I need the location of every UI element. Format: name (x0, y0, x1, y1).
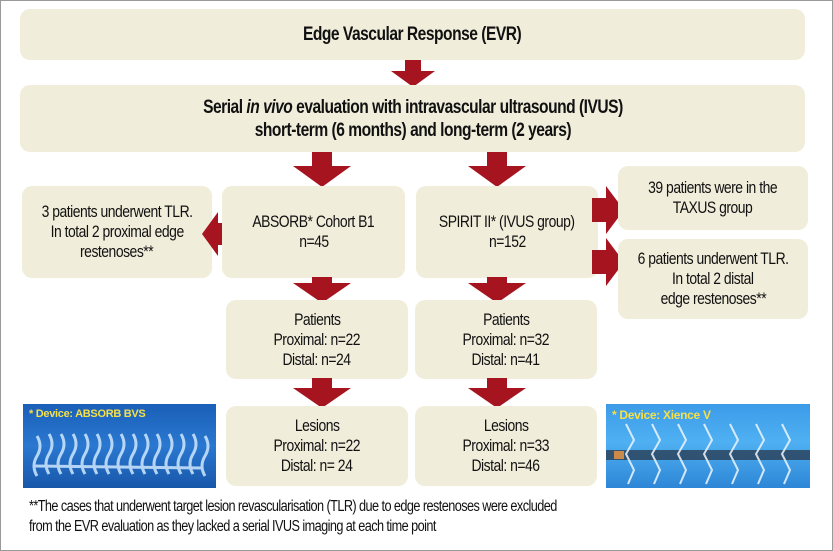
text-line: Distal: n= 24 (281, 456, 353, 475)
text-line: edge restenoses** (660, 289, 766, 308)
text-line: Proximal: n=22 (273, 436, 361, 455)
arrow-right-icon (592, 238, 624, 286)
eval-prefix: Serial (202, 96, 246, 118)
footnote-line: **The cases that underwent target lesion… (29, 498, 557, 515)
arrow-down-icon (391, 60, 435, 87)
text-line: Proximal: n=33 (462, 436, 550, 455)
spirit-n: n=152 (488, 232, 526, 251)
text-line: restenoses** (80, 242, 154, 261)
eval-italic: in vivo (245, 96, 292, 118)
arrow-down-icon (293, 277, 351, 303)
text-line: Distal: n=41 (471, 349, 541, 369)
text-line: In total 2 proximal edge (50, 222, 184, 241)
absorb-device-label: * Device: ABSORB BVS (29, 408, 146, 420)
text-line: Distal: n=24 (282, 349, 352, 369)
arrow-down-icon (293, 152, 351, 187)
text-line: Lesions (483, 416, 529, 435)
spirit-patients-box: Patients Proximal: n=32 Distal: n=41 (415, 300, 597, 379)
text-line: In total 2 distal (672, 269, 754, 288)
arrow-right-icon (592, 186, 624, 234)
arrow-down-icon (468, 277, 526, 303)
evaluation-line-1: Serial in vivo evaluation with intravasc… (203, 96, 623, 119)
spirit-trial-name: SPIRIT II* (IVUS group) (439, 212, 575, 231)
text-line: 39 patients were in the (648, 178, 778, 197)
xience-v-device-image: * Device: Xience V (606, 404, 810, 488)
spirit-excluded-box: 6 patients underwent TLR. In total 2 dis… (618, 239, 808, 319)
ivus-evaluation-box: Serial in vivo evaluation with intravasc… (20, 85, 805, 152)
footnote: **The cases that underwent target lesion… (29, 497, 673, 537)
absorb-excluded-box: 3 patients underwent TLR. In total 2 pro… (22, 186, 212, 278)
text-line: Proximal: n=22 (273, 329, 361, 349)
xience-device-label: * Device: Xience V (612, 408, 711, 422)
spirit-ii-box: SPIRIT II* (IVUS group) n=152 (416, 186, 598, 278)
spirit-lesions-box: Lesions Proximal: n=33 Distal: n=46 (415, 406, 597, 486)
footnote-line: from the EVR evaluation as they lacked a… (29, 518, 436, 535)
text-line: Patients (293, 309, 341, 329)
taxus-group-box: 39 patients were in the TAXUS group (618, 166, 808, 230)
arrow-down-icon (293, 378, 351, 408)
text-line: Proximal: n=32 (462, 329, 550, 349)
text-line: 3 patients underwent TLR. (41, 202, 193, 221)
arrow-down-icon (468, 378, 526, 408)
evr-title: Edge Vascular Response (EVR) (303, 23, 522, 45)
absorb-lesions-box: Lesions Proximal: n=22 Distal: n= 24 (226, 406, 408, 486)
absorb-trial-name: ABSORB* Cohort B1 (252, 212, 375, 231)
absorb-n: n=45 (298, 232, 329, 251)
evaluation-line-2: short-term (6 months) and long-term (2 y… (254, 119, 571, 141)
arrow-down-icon (468, 152, 526, 187)
text-line: TAXUS group (673, 198, 753, 217)
absorb-cohort-box: ABSORB* Cohort B1 n=45 (222, 186, 405, 278)
eval-suffix: evaluation with intravascular ultrasound… (291, 96, 623, 118)
evr-title-box: Edge Vascular Response (EVR) (20, 9, 805, 60)
scaffold-graphic (32, 433, 210, 477)
text-line: Distal: n=46 (471, 456, 541, 475)
text-line: Lesions (294, 416, 340, 435)
text-line: 6 patients underwent TLR. (637, 249, 789, 268)
absorb-patients-box: Patients Proximal: n=22 Distal: n=24 (226, 300, 408, 379)
text-line: Patients (482, 309, 530, 329)
absorb-bvs-device-image: * Device: ABSORB BVS (23, 404, 216, 488)
stent-graphic (606, 423, 810, 485)
